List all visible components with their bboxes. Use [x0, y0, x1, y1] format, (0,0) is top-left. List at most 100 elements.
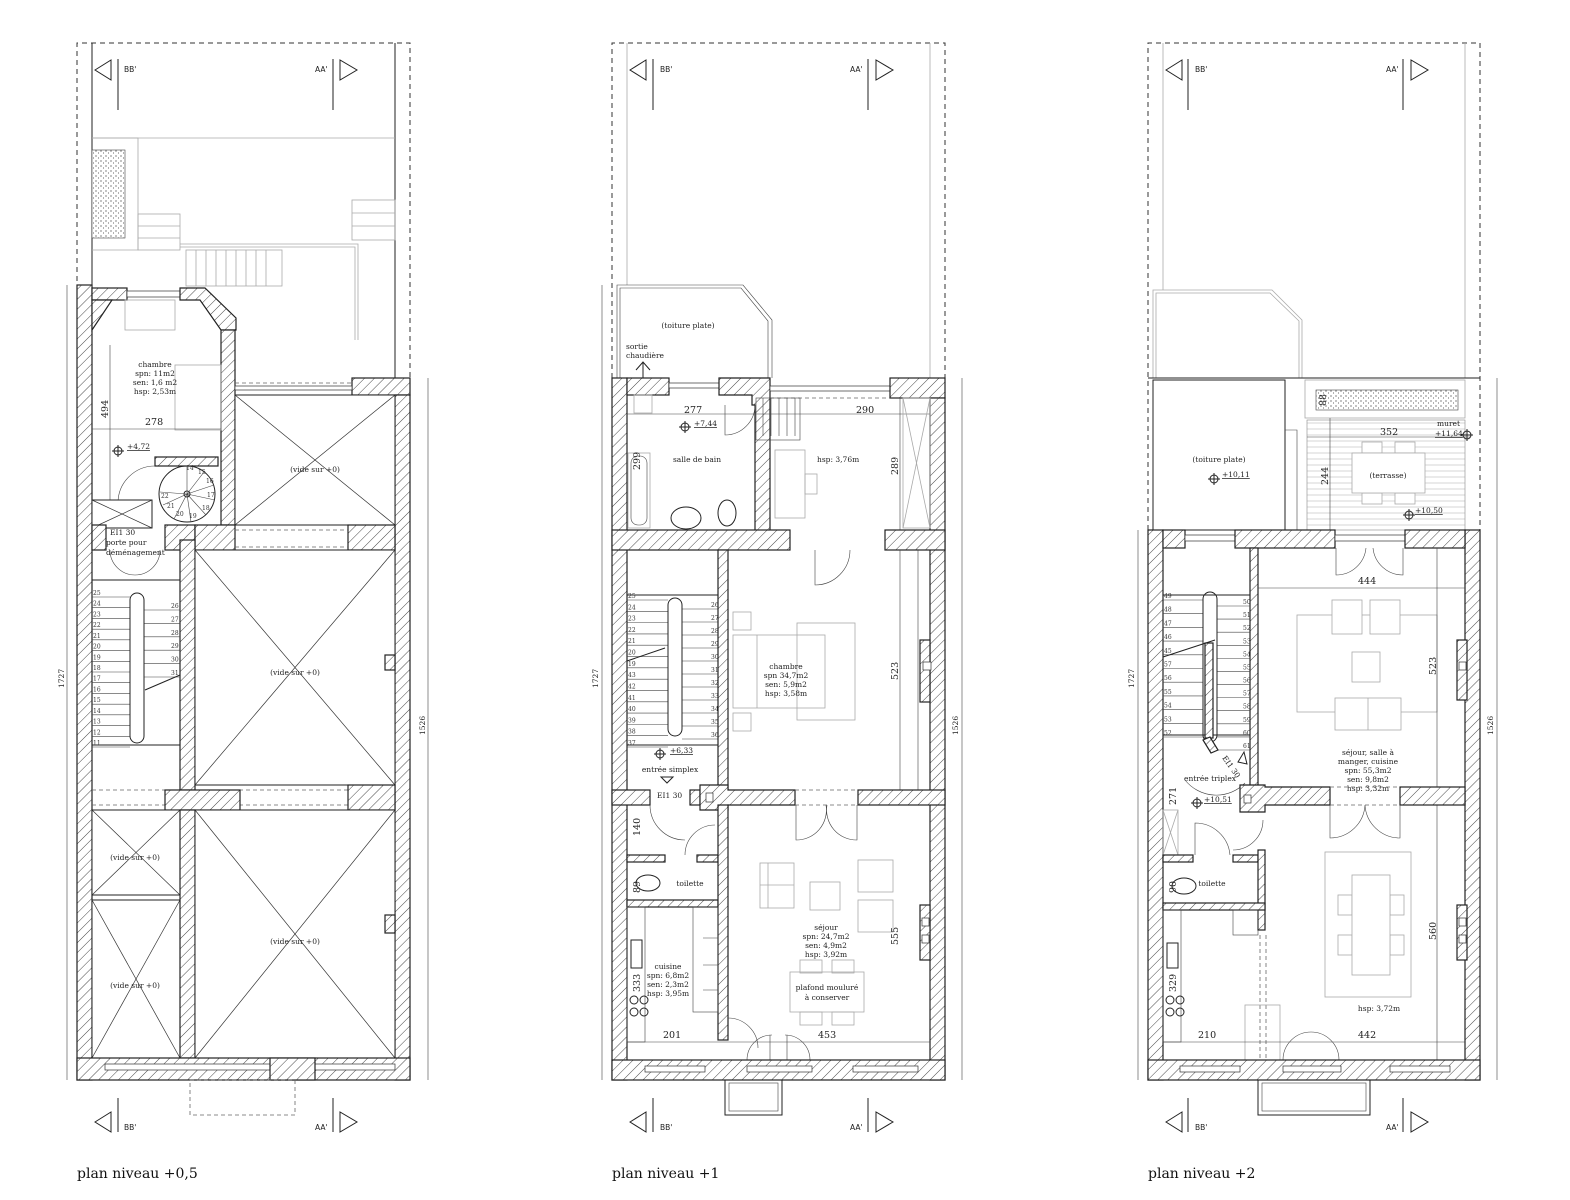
spiral-step-number: 15 [198, 469, 206, 476]
rug [796, 622, 856, 721]
dimension-label: 329 [1168, 974, 1179, 992]
stair-step-number: 43 [628, 672, 636, 679]
level-value: +11,64 [1435, 429, 1463, 438]
stair-step-number: 26 [711, 602, 719, 609]
section-label: AA' [850, 65, 863, 74]
dimension-label: 444 [1358, 576, 1376, 587]
section-arrow-icon [1165, 59, 1183, 81]
room-sen: sen: 5,9m2 [765, 680, 807, 689]
stair-step-number: 58 [1243, 704, 1251, 711]
section-marker-bb-top: BB' [94, 59, 136, 110]
kitchen-sink [630, 939, 643, 969]
room-label-chambre: chambre spn 34,7m2 sen: 5,9m2 hsp: 3,58m [764, 662, 809, 698]
section-arrow-icon [339, 59, 358, 81]
room-name: chambre [769, 662, 803, 671]
void-label: (vide sur +0) [290, 465, 340, 474]
room-name: toilette [676, 879, 704, 888]
section-label: BB' [124, 65, 136, 74]
section-marker-aa-top: AA' [1386, 59, 1429, 110]
stair-step-number: 20 [628, 650, 636, 657]
dimension-label: 90 [1168, 881, 1179, 893]
level-marker: +7,44 [679, 419, 717, 433]
armchair [1369, 599, 1401, 635]
room-name: entrée simplex [642, 765, 699, 774]
stair-step-number: 37 [628, 740, 636, 747]
spiral-step-number: 18 [202, 505, 210, 512]
section-arrow-icon [339, 1111, 358, 1133]
level-marker: +10,11 [1208, 470, 1250, 485]
spiral-step-number: 22 [161, 493, 169, 500]
room-name: manger, cuisine [1338, 757, 1399, 766]
dimension-label: 523 [1428, 657, 1439, 675]
section-arrow-icon [1165, 1111, 1183, 1133]
spiral-step-number: 20 [176, 511, 184, 518]
stair-step-number: 20 [93, 644, 101, 651]
stair-step-number: 31 [711, 667, 719, 674]
section-label: BB' [660, 65, 672, 74]
stair-step-number: 25 [93, 590, 101, 597]
stair-step-number: 27 [711, 615, 719, 622]
stair-step-number: 40 [628, 706, 636, 713]
level-value: +10,50 [1415, 506, 1443, 515]
stair-step-number: 30 [711, 654, 719, 661]
room-hsp: hsp: 3,92m [805, 950, 847, 959]
spiral-step-number: 21 [167, 503, 175, 510]
section-marker-bb-bottom: BB' [629, 1098, 672, 1133]
plot-boundary [76, 42, 411, 378]
room-spn: spn 34,7m2 [764, 671, 809, 680]
room-label-sejour: séjour spn: 24,7m2 sen: 4,9m2 hsp: 3,92m [803, 923, 850, 959]
room-spn: spn: 6,8m2 [647, 971, 689, 980]
boiler-exit-label: chaudière [626, 351, 665, 360]
level-value: +6,33 [670, 746, 693, 755]
dimension-label: 210 [1198, 1030, 1216, 1041]
section-arrow-icon [94, 59, 112, 81]
dimension-label: 289 [890, 457, 901, 475]
flat-roof-label: (toiture plate) [1192, 455, 1245, 464]
stair-step-number: 11 [93, 740, 101, 747]
stair-step-number: 26 [171, 603, 179, 610]
section-arrow-icon [629, 1111, 647, 1133]
room-spn: spn: 55,3m2 [1345, 766, 1392, 775]
void-label: (vide sur +0) [270, 937, 320, 946]
level-value: +10,11 [1222, 470, 1250, 479]
boiler-exit-label: sortie [626, 342, 648, 351]
entry-triangle-icon [1237, 750, 1248, 765]
stair-step-number: 36 [711, 732, 719, 739]
stair-step-number: 34 [711, 706, 719, 713]
dimension-label: 523 [890, 662, 901, 680]
armchair [1331, 599, 1363, 635]
sink [670, 506, 702, 530]
room-sen: sen: 4,9m2 [805, 941, 847, 950]
armchair [857, 899, 894, 933]
room-name: séjour, salle à [1342, 748, 1394, 757]
bathtub [627, 452, 651, 529]
balcony [1257, 1079, 1371, 1116]
level-marker: +10,51 [1191, 795, 1232, 809]
section-label: AA' [1386, 1123, 1399, 1132]
dimension-label: 1526 [1486, 716, 1495, 735]
stair-step-number: 12 [93, 729, 101, 736]
desk [774, 449, 806, 519]
dimension-label: 560 [1428, 922, 1439, 940]
stair-step-number: 55 [1164, 689, 1172, 696]
room-label-cuisine: cuisine spn: 6,8m2 sen: 2,3m2 hsp: 3,95m [647, 962, 689, 998]
plan-level-0-5: BB' AA' [57, 42, 429, 1182]
dimension-label: 89 [632, 881, 643, 893]
room-name: salle de bain [673, 455, 721, 464]
stair-step-number: 29 [711, 641, 719, 648]
stair-step-number: 53 [1243, 638, 1251, 645]
dimension-label: 1727 [57, 669, 66, 688]
stair-step-number: 22 [628, 627, 636, 634]
room-label-chambre: chambre spn: 11m2 sen: 1,6 m2 hsp: 2,53m [133, 360, 177, 396]
dimension-label: 1727 [1127, 669, 1136, 688]
stair-step-number: 53 [1164, 716, 1172, 723]
stair-step-number: 56 [1164, 675, 1172, 682]
plan-title: plan niveau +0,5 [77, 1166, 198, 1182]
stair-step-number: 55 [1243, 664, 1251, 671]
stair-step-number: 19 [93, 654, 101, 661]
section-marker-bb-bottom: BB' [1165, 1098, 1207, 1133]
section-arrow-icon [1410, 1111, 1429, 1133]
spiral-step-number: 17 [207, 492, 215, 499]
stair-step-number: 29 [171, 643, 179, 650]
void-label: (vide sur +0) [270, 668, 320, 677]
